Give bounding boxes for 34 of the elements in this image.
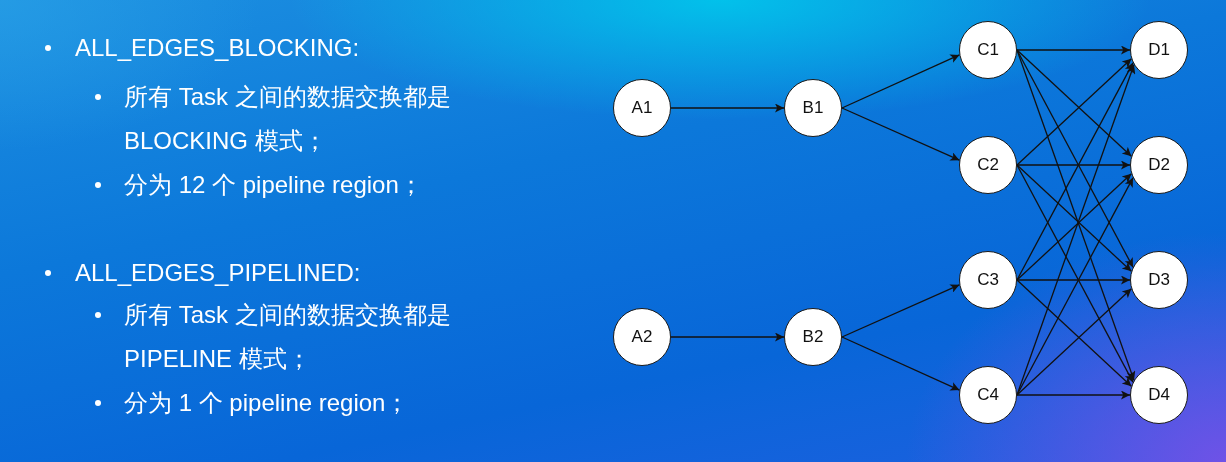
node-label: B2 — [802, 327, 824, 347]
node-label: B1 — [802, 98, 824, 118]
arrow — [1016, 173, 1132, 281]
arrow — [1016, 45, 1131, 55]
node-label: D1 — [1148, 40, 1170, 60]
arrow — [1016, 279, 1132, 387]
arrow — [1016, 390, 1131, 400]
arrow — [841, 284, 961, 338]
node-label: A2 — [631, 327, 653, 347]
list-item-text: 分为 12 个 pipeline region； — [124, 170, 423, 200]
node-label: A1 — [631, 98, 653, 118]
arrow — [1016, 288, 1132, 396]
arrow — [1016, 164, 1132, 272]
node-label: C2 — [977, 155, 999, 175]
arrow — [1016, 49, 1132, 157]
list-item-text: ALL_EDGES_PIPELINED: — [75, 258, 361, 288]
arrow — [1016, 160, 1131, 170]
node-label: C4 — [977, 385, 999, 405]
node-label: D2 — [1148, 155, 1170, 175]
node-label: C1 — [977, 40, 999, 60]
arrow — [670, 103, 785, 113]
node-label: C3 — [977, 270, 999, 290]
arrow — [1016, 58, 1132, 166]
list-item-text: 分为 1 个 pipeline region； — [124, 388, 410, 418]
arrow — [841, 107, 961, 161]
list-item-text: 所有 Task 之间的数据交换都是 BLOCKING 模式； — [124, 82, 452, 156]
arrow — [841, 54, 961, 109]
node-label: D4 — [1148, 385, 1170, 405]
arrow — [1016, 275, 1131, 285]
arrow — [841, 336, 961, 391]
list-item-text: 所有 Task 之间的数据交换都是 PIPELINE 模式； — [124, 300, 452, 374]
node-label: D3 — [1148, 270, 1170, 290]
arrow — [670, 332, 785, 342]
list-item-text: ALL_EDGES_BLOCKING: — [75, 33, 360, 63]
